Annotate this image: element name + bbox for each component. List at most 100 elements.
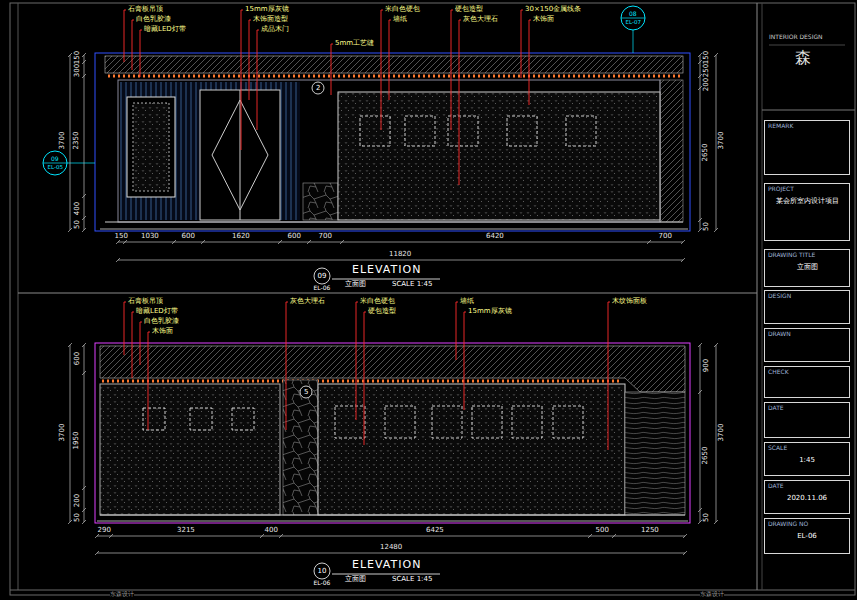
material-callout: 木饰面造型 [253,16,288,23]
cell-heading: DESIGN [765,291,849,300]
dimension-text: 150 [74,50,81,63]
studio-logo: 森 [795,50,812,66]
dimension-text: 900 [703,358,710,371]
dimension-text: 400 [74,201,81,214]
dimension-text: 6420 [486,233,504,240]
section-marker-text: 09 [51,156,59,162]
dimension-text: 150 [115,233,128,240]
elevation-title: 09 [318,273,327,280]
section-marker-text: EL-07 [626,20,641,26]
elevation-title: 立面图 [345,281,366,288]
dimension-text: 50 [73,513,80,522]
dimension-text: 1250 [641,527,659,534]
material-callout: 硬包造型 [455,6,483,13]
cell-heading: SCALE [765,443,849,452]
elevation-title: SCALE 1:45 [392,576,432,583]
cell-heading: DATE [765,481,849,490]
elevation-title: EL-06 [314,285,331,291]
material-callout: 灰色大理石 [463,16,498,23]
dimension-text: 300 [74,63,81,76]
elevation-title: EL-06 [314,580,331,586]
material-callout: 白色乳胶漆 [136,16,171,23]
dimension-text: 3215 [177,527,195,534]
dimension-text: 50 [73,220,80,229]
material-callout: 灰色大理石 [290,298,325,305]
cell-value: EL-06 [765,528,849,540]
material-callout: 15mm厚灰镜 [245,6,289,13]
dimension-text: 3700 [59,423,66,441]
cell-heading: CHECK [765,367,849,376]
dimension-text: 150 [703,50,710,63]
title-block-cell: PROJECT某会所室内设计项目 [764,183,850,241]
dimension-text: 600 [182,233,195,240]
studio-name: INTERIOR DESIGN [769,34,823,40]
dimension-text: 6425 [426,527,444,534]
title-block-cell: REMARK [764,120,850,175]
material-callout: 木饰面 [533,16,554,23]
material-callout: 15mm厚灰镜 [468,308,512,315]
material-callout: 石膏板吊顶 [128,6,163,13]
dimension-text: 400 [265,527,278,534]
cell-heading: DRAWING NO [765,519,849,528]
elevation-title: ELEVATION [352,264,421,275]
title-block-cell: DRAWING TITLE立面图 [764,249,850,287]
cell-heading: REMARK [765,121,849,130]
material-callout: 墙纸 [460,298,474,305]
sheet-footer: 东森设计 [110,592,134,598]
material-callout: 白色乳胶漆 [144,318,179,325]
title-block-cell: DRAWING NOEL-06 [764,518,850,554]
dimension-text: 3700 [718,131,725,149]
dimension-text: 600 [288,233,301,240]
title-block-cell: DESIGN [764,290,850,324]
material-callout: 暗藏LED灯带 [136,308,178,315]
dimension-text: 3700 [59,131,66,149]
dimension-text: 500 [596,527,609,534]
cell-heading: DRAWING TITLE [765,250,849,259]
dimension-text: 50 [702,222,709,231]
dimension-text: 200 [703,77,710,90]
cell-heading: DATE [765,403,849,412]
dimension-text: 600 [74,351,81,364]
dimension-text: 290 [98,527,111,534]
cell-value: 2020.11.06 [765,490,849,502]
dimension-text: 11820 [389,251,411,258]
dimension-text: 3700 [718,423,725,441]
title-block-cell: CHECK [764,366,850,398]
section-marker-text: EL-05 [48,165,63,171]
title-block-cell: DATE2020.11.06 [764,480,850,514]
elevation-title: 10 [318,568,327,575]
dimension-text: 1030 [141,233,159,240]
dimension-text: 50 [702,513,709,522]
dimension-text: 2350 [73,131,80,149]
dimension-text: 2650 [702,143,709,161]
title-block-cell: SCALE1:45 [764,442,850,476]
material-callout: 石膏板吊顶 [128,298,163,305]
material-callout: 米白色硬包 [360,298,395,305]
elevation-title: SCALE 1:45 [392,281,432,288]
dimension-text: 12480 [380,544,402,551]
callout-number: 5 [304,389,308,396]
dimension-text: 700 [659,233,672,240]
material-callout: 成品木门 [261,26,289,33]
cell-value: 1:45 [765,452,849,464]
material-callout: 暗藏LED灯带 [144,26,186,33]
dimension-text: 250 [703,63,710,76]
title-block-cell: DRAWN [764,328,850,362]
elevation-title: 立面图 [345,576,366,583]
material-callout: 5mm工艺缝 [335,40,374,47]
callout-number: 2 [316,85,320,92]
material-callout: 木纹饰面板 [612,298,647,305]
cell-value: 某会所室内设计项目 [765,193,849,205]
section-marker-text: 08 [629,11,637,17]
cell-heading: DRAWN [765,329,849,338]
dimension-text: 2650 [702,446,709,464]
dimension-text: 200 [74,493,81,506]
title-block-cell: DATE [764,402,850,438]
material-callout: 木饰面 [152,328,173,335]
cell-value: 立面图 [765,259,849,271]
cell-heading: PROJECT [765,184,849,193]
material-callout: 米白色硬包 [385,6,420,13]
dimension-text: 700 [319,233,332,240]
material-callout: 30×150金属线条 [525,6,581,13]
